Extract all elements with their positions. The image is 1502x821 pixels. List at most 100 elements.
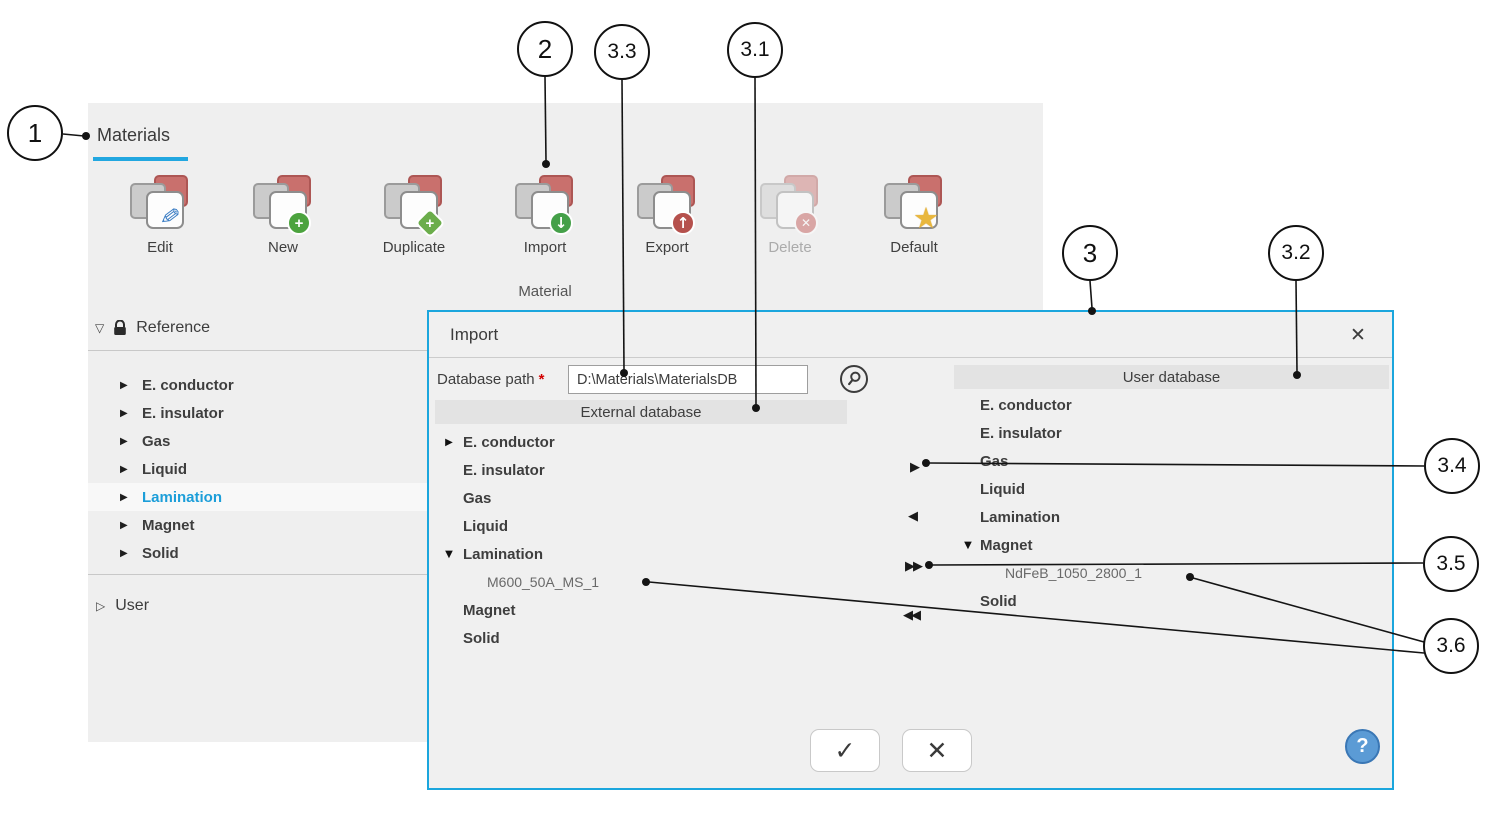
- tree-child-label: NdFeB_1050_2800_1: [1005, 565, 1143, 581]
- tree-item-label: E. conductor: [463, 433, 555, 451]
- ref-item-solid[interactable]: ▶ Solid: [88, 539, 1043, 567]
- star-icon: ★: [913, 201, 939, 235]
- default-button[interactable]: ★ Default: [866, 175, 962, 256]
- edit-icon: ✎: [130, 175, 190, 235]
- ref-item-liquid[interactable]: ▶ Liquid: [88, 455, 1043, 483]
- plus-glyph: +: [425, 214, 435, 232]
- tree-item-label: Magnet: [463, 601, 516, 619]
- ext-item-m600-50a-ms-1[interactable]: M600_50A_MS_1: [435, 568, 847, 596]
- expand-arrow-icon[interactable]: ▶: [120, 379, 128, 391]
- callout-3: 3: [1062, 225, 1118, 281]
- ext-item-e-insulator[interactable]: E. insulator: [435, 456, 847, 484]
- tree-item-label: Lamination: [980, 508, 1061, 526]
- tree-item-label: Solid: [142, 544, 179, 562]
- browse-search-icon[interactable]: [840, 365, 868, 393]
- callout-3-5: 3.5: [1423, 536, 1479, 592]
- tree-item-label: E. insulator: [463, 461, 545, 479]
- usr-item-e-conductor[interactable]: E. conductor: [954, 391, 1389, 419]
- usr-item-magnet[interactable]: ▼ Magnet: [954, 531, 1389, 559]
- usr-item-liquid[interactable]: Liquid: [954, 475, 1389, 503]
- delete-button: ✕ Delete: [742, 175, 838, 256]
- callout-3-1: 3.1: [727, 22, 783, 78]
- delete-icon: ✕: [760, 175, 820, 235]
- ext-item-gas[interactable]: Gas: [435, 484, 847, 512]
- ext-item-liquid[interactable]: Liquid: [435, 512, 847, 540]
- title-divider: [429, 357, 1392, 358]
- collapse-arrow-icon[interactable]: ▼: [964, 539, 972, 551]
- external-database-header: External database: [435, 400, 847, 424]
- help-icon[interactable]: ?: [1345, 729, 1380, 764]
- arrow-down-glyph: ↓: [554, 213, 568, 232]
- database-path-text: Database path: [437, 371, 535, 388]
- import-icon: ↓: [515, 175, 575, 235]
- new-icon: +: [253, 175, 313, 235]
- usr-item-lamination[interactable]: Lamination: [954, 503, 1389, 531]
- add-all-button[interactable]: ▶▶: [905, 559, 923, 574]
- ext-item-solid[interactable]: Solid: [435, 624, 847, 652]
- ref-item-e-conductor[interactable]: ▶ E. conductor: [88, 371, 1043, 399]
- ref-item-e-insulator[interactable]: ▶ E. insulator: [88, 399, 1043, 427]
- user-section-header[interactable]: ▷ User: [88, 593, 1043, 619]
- expand-closed-icon[interactable]: ▷: [96, 599, 106, 613]
- ref-item-gas[interactable]: ▶ Gas: [88, 427, 1043, 455]
- usr-item-ndfeb-1050-2800-1[interactable]: NdFeB_1050_2800_1: [954, 559, 1389, 587]
- remove-all-button[interactable]: ◀◀: [903, 608, 921, 623]
- collapse-open-icon[interactable]: ▽: [95, 321, 105, 335]
- tree-item-label: E. conductor: [142, 376, 234, 394]
- edit-button-label: Edit: [147, 239, 173, 256]
- tree-item-label: Liquid: [463, 517, 508, 535]
- arrow-down-icon: ↓: [549, 211, 573, 235]
- delete-button-label: Delete: [768, 239, 812, 256]
- duplicate-button[interactable]: + Duplicate: [366, 175, 462, 256]
- new-button[interactable]: + New: [235, 175, 331, 256]
- tree-item-label: Magnet: [142, 516, 195, 534]
- ext-item-lamination[interactable]: ▼ Lamination: [435, 540, 847, 568]
- callout-3-2: 3.2: [1268, 225, 1324, 281]
- export-button[interactable]: ↑ Export: [619, 175, 715, 256]
- default-icon: ★: [884, 175, 944, 235]
- ref-item-magnet[interactable]: ▶ Magnet: [88, 511, 1043, 539]
- expand-arrow-icon[interactable]: ▶: [445, 436, 453, 448]
- ext-item-magnet[interactable]: Magnet: [435, 596, 847, 624]
- usr-item-gas[interactable]: Gas: [954, 447, 1389, 475]
- duplicate-button-label: Duplicate: [382, 239, 446, 256]
- duplicate-icon: +: [384, 175, 446, 239]
- tab-materials[interactable]: Materials: [97, 125, 171, 145]
- usr-item-e-insulator[interactable]: E. insulator: [954, 419, 1389, 447]
- default-button-label: Default: [890, 239, 938, 256]
- remove-selected-button[interactable]: ◀: [908, 509, 918, 524]
- tree-item-label: Magnet: [980, 536, 1033, 554]
- ext-item-e-conductor[interactable]: ▶ E. conductor: [435, 428, 847, 456]
- expand-arrow-icon[interactable]: ▶: [120, 463, 128, 475]
- add-selected-button[interactable]: ▶: [910, 460, 920, 475]
- reference-section-header[interactable]: ▽ Reference: [95, 317, 210, 339]
- expand-arrow-icon[interactable]: ▶: [120, 547, 128, 559]
- callout-2: 2: [517, 21, 573, 77]
- usr-item-solid[interactable]: Solid: [954, 587, 1389, 615]
- ribbon-group-label: Material: [518, 283, 572, 300]
- pencil-icon: ✎: [158, 201, 182, 233]
- card-front: [146, 191, 184, 229]
- user-section-label: User: [115, 597, 150, 614]
- tree-item-label: Gas: [463, 489, 492, 507]
- import-button-label: Import: [523, 239, 567, 256]
- ok-button[interactable]: ✓: [810, 729, 880, 772]
- import-button[interactable]: ↓ Import: [497, 175, 593, 256]
- export-icon: ↑: [637, 175, 697, 235]
- expand-arrow-icon[interactable]: ▶: [120, 435, 128, 447]
- expand-arrow-icon[interactable]: ▶: [120, 407, 128, 419]
- plus-icon: +: [287, 211, 311, 235]
- user-database-header: User database: [954, 365, 1389, 389]
- collapse-arrow-icon[interactable]: ▼: [445, 548, 453, 560]
- expand-arrow-icon[interactable]: ▶: [120, 519, 128, 531]
- export-button-label: Export: [645, 239, 689, 256]
- edit-button[interactable]: ✎ Edit: [112, 175, 208, 256]
- expand-arrow-icon[interactable]: ▶: [120, 491, 128, 503]
- card-middle: [760, 183, 796, 219]
- database-path-input[interactable]: [568, 365, 808, 394]
- cancel-button[interactable]: ✕: [902, 729, 972, 772]
- tree-item-label: Solid: [463, 629, 500, 647]
- tree-item-label: Gas: [142, 432, 171, 450]
- close-icon[interactable]: ✕: [1350, 324, 1366, 346]
